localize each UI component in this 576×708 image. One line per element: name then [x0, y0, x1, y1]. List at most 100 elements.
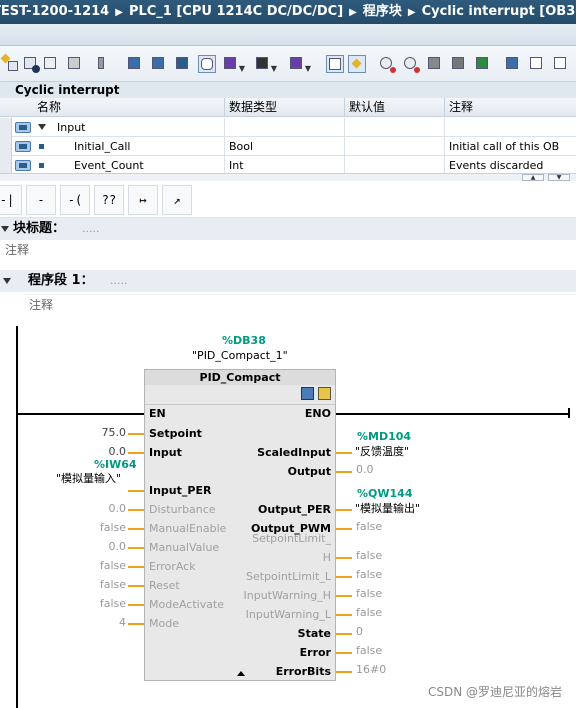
output-value[interactable]: false [356, 568, 383, 581]
hardware-icon[interactable]: ▼ [254, 55, 277, 73]
param-name: Input [57, 121, 86, 134]
interface-icon[interactable] [126, 55, 144, 73]
output-value[interactable]: 0 [356, 625, 363, 638]
output-address[interactable]: %MD104 [357, 430, 412, 443]
param-type[interactable] [224, 118, 344, 137]
param-type[interactable]: Bool [224, 137, 344, 156]
input-value[interactable]: false [99, 597, 126, 610]
input-value[interactable]: false [99, 559, 126, 572]
block-title-placeholder[interactable]: ..... [82, 222, 100, 235]
compare-icon[interactable] [450, 55, 468, 73]
input-value[interactable]: false [99, 521, 126, 534]
interface-row[interactable]: Input [0, 118, 576, 137]
instance-db-address[interactable]: %DB38 [222, 334, 266, 347]
no-contact-button[interactable]: -| |- [0, 185, 22, 235]
breadcrumb-plc[interactable]: PLC_1 [CPU 1214C DC/DC/DC] [128, 4, 344, 19]
column-type-header[interactable]: 数据类型 [224, 98, 344, 117]
pin-input: Input [149, 446, 182, 459]
breadcrumb-project[interactable]: TEST-1200-1214 [0, 4, 110, 19]
output-value[interactable]: 16#0 [356, 663, 387, 676]
input-value[interactable]: 0.0 [108, 445, 127, 458]
input-param-icon [15, 160, 31, 171]
insert-network-icon[interactable] [0, 53, 20, 73]
pin-en: EN [149, 407, 166, 420]
block-title-bar[interactable]: 块标题： ..... [0, 218, 576, 240]
output-value[interactable]: false [356, 606, 383, 619]
column-default-header[interactable]: 默认值 [344, 98, 444, 117]
output-symbol[interactable]: "反馈温度" [355, 445, 410, 458]
network-title-bar[interactable]: 程序段 1： ..... [0, 270, 576, 292]
load-values-icon[interactable] [474, 55, 492, 73]
instance-db-name[interactable]: "PID_Compact_1" [192, 349, 288, 362]
output-address[interactable]: %QW144 [357, 487, 413, 500]
snapshot-icon[interactable] [426, 55, 444, 73]
expand-block-icon[interactable] [237, 671, 245, 676]
input-value[interactable]: false [99, 578, 126, 591]
open-branch-button[interactable]: ↦ [128, 185, 158, 215]
interface-row[interactable]: Initial_Call Bool Initial call of this O… [0, 137, 576, 156]
add-row-icon[interactable] [66, 55, 84, 73]
output-symbol[interactable]: "模拟量输出" [355, 502, 421, 515]
block-comment[interactable]: 注释 [0, 240, 576, 262]
call-environment-icon[interactable] [504, 55, 522, 73]
param-default[interactable] [344, 156, 444, 175]
download-icon[interactable] [96, 55, 114, 73]
output-value[interactable]: false [356, 644, 383, 657]
close-branch-button[interactable]: ↗ [162, 185, 192, 215]
param-default[interactable] [344, 118, 444, 137]
breadcrumb-program-blocks[interactable]: 程序块 [362, 4, 402, 19]
input-symbol[interactable]: "模拟量输入" [56, 472, 122, 485]
output-value[interactable]: false [356, 549, 383, 562]
param-comment[interactable]: Initial call of this OB [444, 137, 576, 156]
nc-contact-button[interactable]: -|/|- [26, 185, 56, 235]
param-name: Initial_Call [74, 140, 131, 153]
delete-network-icon[interactable] [22, 55, 40, 73]
output-wire [336, 452, 352, 454]
list-view-icon[interactable] [174, 55, 192, 73]
pin-output-per: Output_PER [258, 503, 331, 516]
block-commissioning-icon[interactable] [318, 387, 331, 400]
param-comment[interactable]: Events discarded [444, 156, 576, 175]
monitor-stop-icon[interactable] [402, 55, 420, 73]
interface-scrollbar[interactable]: ▲ ▼ [0, 173, 576, 181]
param-type[interactable]: Int [224, 156, 344, 175]
scroll-down-icon[interactable]: ▼ [548, 174, 570, 181]
pin-setpointlimit-h: SetpointLimit_ [252, 532, 331, 545]
collapse-arrow-icon[interactable] [3, 278, 11, 284]
input-value[interactable]: 0.0 [108, 540, 127, 553]
pin-state: State [297, 627, 331, 640]
output-value[interactable]: 0.0 [356, 463, 374, 476]
network-title-placeholder[interactable]: ..... [110, 274, 128, 287]
collapse-arrow-icon[interactable] [38, 124, 46, 130]
favorites-icon[interactable] [348, 55, 366, 73]
param-default[interactable] [344, 137, 444, 156]
input-address[interactable]: %IW64 [94, 458, 137, 471]
network-comment[interactable]: 注释 [24, 294, 576, 316]
input-wire [128, 547, 144, 549]
input-value[interactable]: 0.0 [108, 502, 127, 515]
output-value[interactable]: false [356, 520, 383, 533]
pin-errorack: ErrorAck [149, 560, 196, 573]
coil-button[interactable]: -( )- [60, 185, 90, 235]
table-view-icon[interactable] [150, 55, 168, 73]
empty-box-button[interactable]: ?? [94, 185, 124, 215]
tag-info-icon[interactable]: ▼ [288, 55, 311, 73]
network-overview-icon[interactable] [326, 55, 344, 73]
cross-reference-icon[interactable] [552, 55, 570, 73]
input-value[interactable]: 4 [119, 616, 126, 629]
param-comment[interactable] [444, 118, 576, 137]
collapse-arrow-icon[interactable] [1, 226, 9, 232]
absolute-address-icon[interactable]: ▼ [222, 55, 245, 73]
output-value[interactable]: false [356, 587, 383, 600]
block-config-icon[interactable] [301, 387, 314, 400]
column-name-header[interactable]: 名称 [37, 100, 62, 114]
scroll-up-icon[interactable]: ▲ [522, 174, 544, 181]
insert-row-icon[interactable] [42, 55, 60, 73]
reference-icon[interactable] [528, 55, 546, 73]
column-comment-header[interactable]: 注释 [444, 98, 576, 117]
breadcrumb-ob[interactable]: Cyclic interrupt [OB30] [421, 4, 576, 19]
monitor-icon[interactable] [378, 55, 396, 73]
input-value[interactable]: 75.0 [101, 426, 127, 439]
comment-toggle-icon[interactable] [198, 55, 216, 73]
